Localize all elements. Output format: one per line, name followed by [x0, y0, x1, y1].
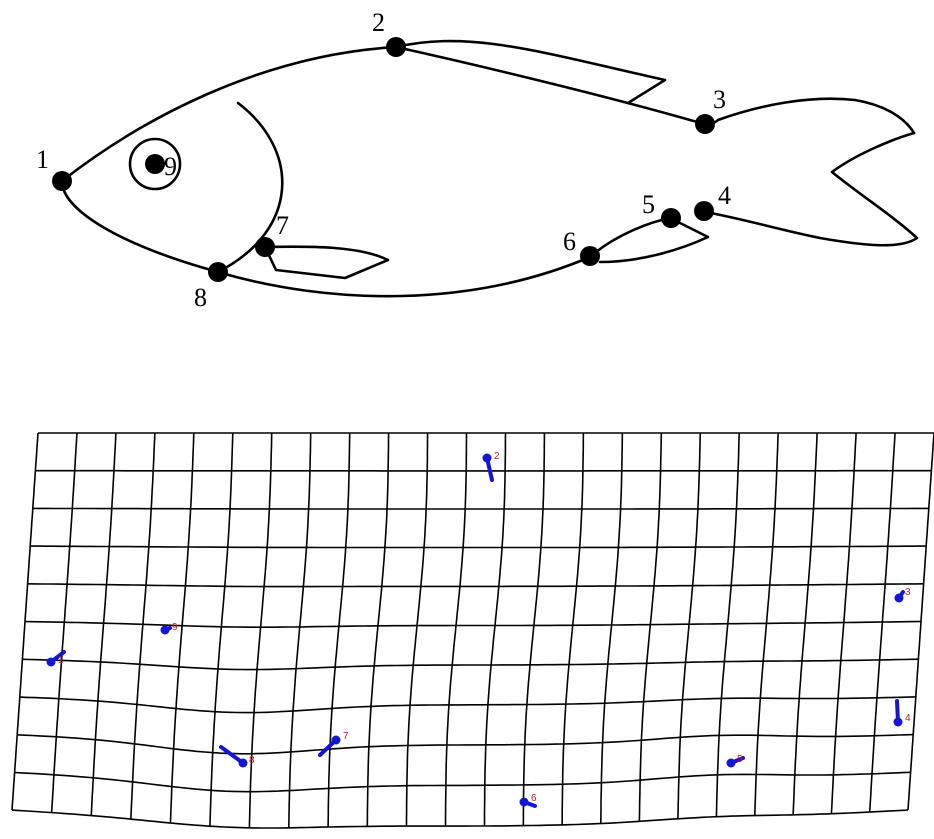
grid-column-line	[483, 432, 507, 826]
grid-row-line	[30, 545, 927, 549]
grid-column-line	[11, 432, 39, 811]
landmark-5-dot	[661, 208, 681, 228]
grid-landmark-label: 3	[905, 587, 911, 598]
grid-column-line	[90, 432, 117, 816]
landmark-3-dot	[695, 114, 715, 134]
grid-landmark-dot	[238, 758, 248, 768]
grid-column-line	[209, 432, 234, 827]
landmark-7-label: 7	[276, 211, 289, 240]
landmark-8-dot	[208, 262, 228, 282]
grid-column-line	[792, 432, 818, 815]
grid-landmark-dot	[482, 453, 492, 463]
dorsal-fin-outline	[394, 39, 667, 105]
fish-ventral-outline	[60, 179, 592, 298]
grid-column-line	[868, 432, 896, 813]
landmark-vectors: 2 3 9 1 4 7 8 5 6	[46, 451, 911, 808]
fish-diagram: 1 2 3 4 5 6 7 8 9	[36, 8, 919, 312]
grid-row-line	[19, 696, 916, 714]
eye-outline	[128, 137, 182, 191]
grid-column-line	[715, 432, 740, 817]
grid-landmark-label: 4	[905, 713, 911, 724]
gill-cover-outline	[216, 101, 284, 274]
landmark-9-dot	[145, 154, 165, 174]
grid-column-line	[130, 432, 156, 820]
grid-column-line	[288, 432, 312, 828]
landmark-9-label: 9	[164, 152, 177, 181]
grid-column-line	[327, 432, 351, 828]
landmark-6-dot	[580, 246, 600, 266]
landmark-displacement-vector	[219, 745, 245, 765]
grid-landmark-dot	[331, 735, 341, 745]
grid-column-line	[754, 432, 779, 816]
grid-row-line	[32, 507, 929, 510]
grid-row-line	[27, 583, 924, 588]
landmark-7-dot	[255, 237, 275, 257]
grid-row-line	[24, 620, 922, 628]
landmark-1-dot	[52, 171, 72, 191]
landmark-2-label: 2	[372, 8, 385, 37]
grid-column-line	[907, 432, 934, 811]
grid-column-line	[638, 432, 663, 822]
grid-landmark-label: 7	[343, 731, 349, 742]
grid-column-line	[366, 432, 390, 827]
grid-column-line	[248, 432, 273, 828]
grid-landmark-label: 9	[172, 622, 178, 633]
fish-dorsal-outline	[60, 45, 916, 183]
landmark-3-label: 3	[713, 85, 726, 114]
grid-column-line	[405, 432, 429, 827]
grid-landmark-label: 1	[58, 655, 64, 666]
landmark-2-dot	[386, 37, 406, 57]
grid-landmark-dot	[894, 593, 904, 603]
grid-column-line	[50, 432, 78, 813]
grid-landmark-dot	[46, 657, 56, 667]
grid-row-line	[17, 733, 914, 755]
anal-fin-outline	[588, 216, 710, 264]
grid-row-line	[22, 658, 919, 671]
landmark-5-label: 5	[642, 190, 655, 219]
grid-landmark-dot	[726, 758, 736, 768]
grid-column-line	[677, 432, 702, 819]
grid-column-line	[444, 433, 468, 827]
grid-row-line	[11, 809, 909, 829]
grid-landmark-dot	[893, 717, 903, 727]
grid-row-line	[14, 771, 911, 793]
grid-landmark-label: 6	[531, 793, 537, 804]
grid-column-line	[600, 433, 624, 824]
grid-column-line	[561, 432, 585, 825]
deformation-grid	[11, 432, 934, 829]
grid-column-line	[169, 432, 195, 824]
grid-column-line	[522, 433, 546, 826]
grid-column-line	[830, 432, 857, 814]
landmark-4-label: 4	[718, 181, 731, 210]
grid-landmark-dot	[519, 797, 529, 807]
fish-tail-outline	[703, 131, 919, 247]
grid-landmark-label: 5	[737, 754, 743, 765]
grid-landmark-dot	[160, 625, 170, 635]
landmark-6-label: 6	[563, 227, 576, 256]
landmark-8-label: 8	[194, 283, 207, 312]
landmark-4-dot	[694, 201, 714, 221]
grid-landmark-label: 8	[249, 755, 255, 766]
landmark-1-label: 1	[36, 145, 49, 174]
grid-landmark-label: 2	[494, 451, 500, 462]
pectoral-fin-outline	[263, 245, 390, 280]
